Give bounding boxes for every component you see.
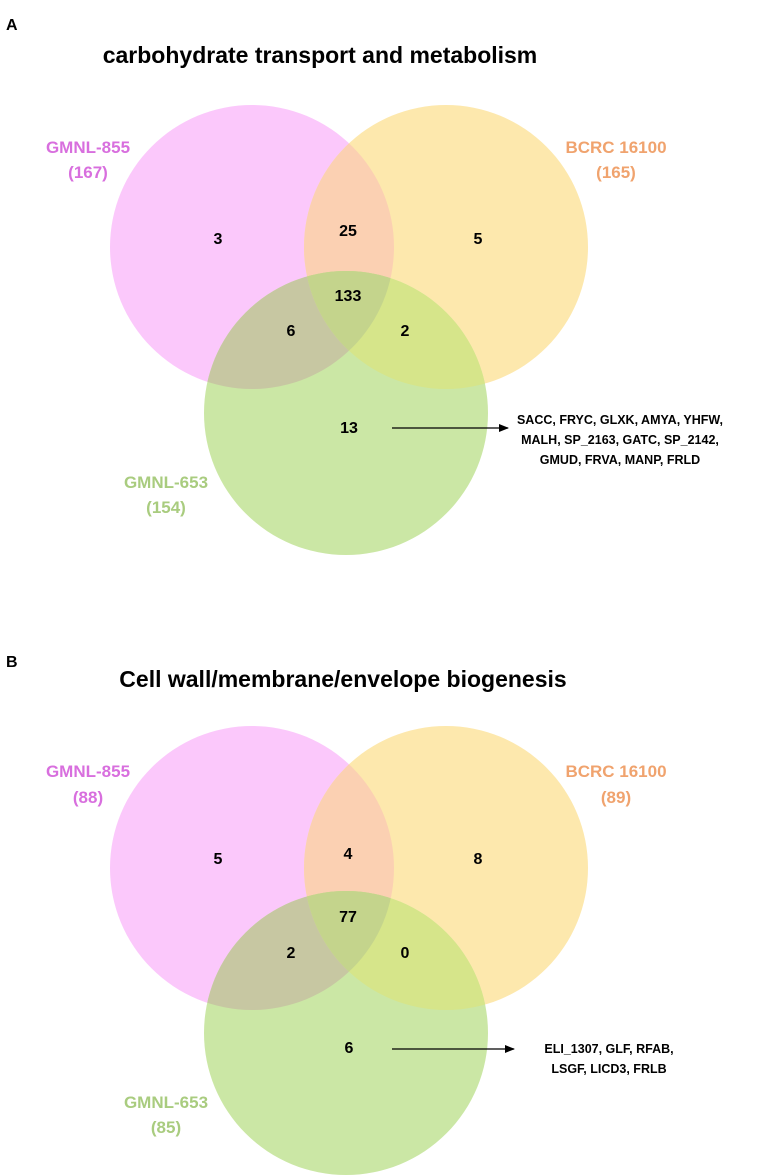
bcrc16100-count: (165): [596, 163, 636, 182]
gene-list-line: MALH, SP_2163, GATC, SP_2142,: [521, 433, 719, 447]
gene-list-line: SACC, FRYC, GLXK, AMYA, YHFW,: [517, 413, 723, 427]
gmnl855-count: (88): [73, 788, 103, 807]
region-16100-653: 0: [401, 945, 410, 962]
bcrc16100-label: BCRC 16100: [565, 762, 666, 781]
region-only-653: 13: [340, 420, 358, 437]
gmnl653-count: (85): [151, 1118, 181, 1137]
bcrc16100-label: BCRC 16100: [565, 138, 666, 157]
region-only-16100: 5: [474, 231, 483, 248]
panel-title: Cell wall/membrane/envelope biogenesis: [119, 666, 566, 692]
bcrc16100-count: (89): [601, 788, 631, 807]
gmnl855-label: GMNL-855: [46, 762, 130, 781]
overlap-855-653-region: [204, 271, 394, 389]
gmnl653-label: GMNL-653: [124, 473, 208, 492]
region-only-653: 6: [345, 1040, 354, 1057]
region-16100-653: 2: [401, 323, 410, 340]
panel-b: B Cell wall/membrane/envelope biogenesis…: [6, 654, 674, 1175]
region-855-16100: 4: [344, 846, 353, 863]
gmnl855-label: GMNL-855: [46, 138, 130, 157]
panel-letter: A: [6, 17, 18, 34]
gmnl855-count: (167): [68, 163, 108, 182]
panel-title: carbohydrate transport and metabolism: [103, 42, 538, 68]
panel-letter: B: [6, 654, 18, 671]
region-855-16100: 25: [339, 223, 357, 240]
gmnl653-label: GMNL-653: [124, 1093, 208, 1112]
overlap-855-653-region: [204, 891, 394, 1010]
gene-list-line: ELI_1307, GLF, RFAB,: [544, 1042, 673, 1056]
region-only-855: 5: [214, 851, 223, 868]
region-all: 133: [335, 288, 362, 305]
overlap-16100-653-region: [304, 271, 488, 389]
region-855-653: 2: [287, 945, 296, 962]
region-only-855: 3: [214, 231, 223, 248]
region-all: 77: [339, 909, 357, 926]
gmnl653-count: (154): [146, 498, 186, 517]
gene-list-line: GMUD, FRVA, MANP, FRLD: [540, 453, 700, 467]
gene-list-line: LSGF, LICD3, FRLB: [551, 1062, 666, 1076]
overlap-16100-653-region: [304, 891, 488, 1010]
panel-a: A carbohydrate transport and metabolism …: [6, 17, 723, 555]
region-855-653: 6: [287, 323, 296, 340]
region-only-16100: 8: [474, 851, 483, 868]
